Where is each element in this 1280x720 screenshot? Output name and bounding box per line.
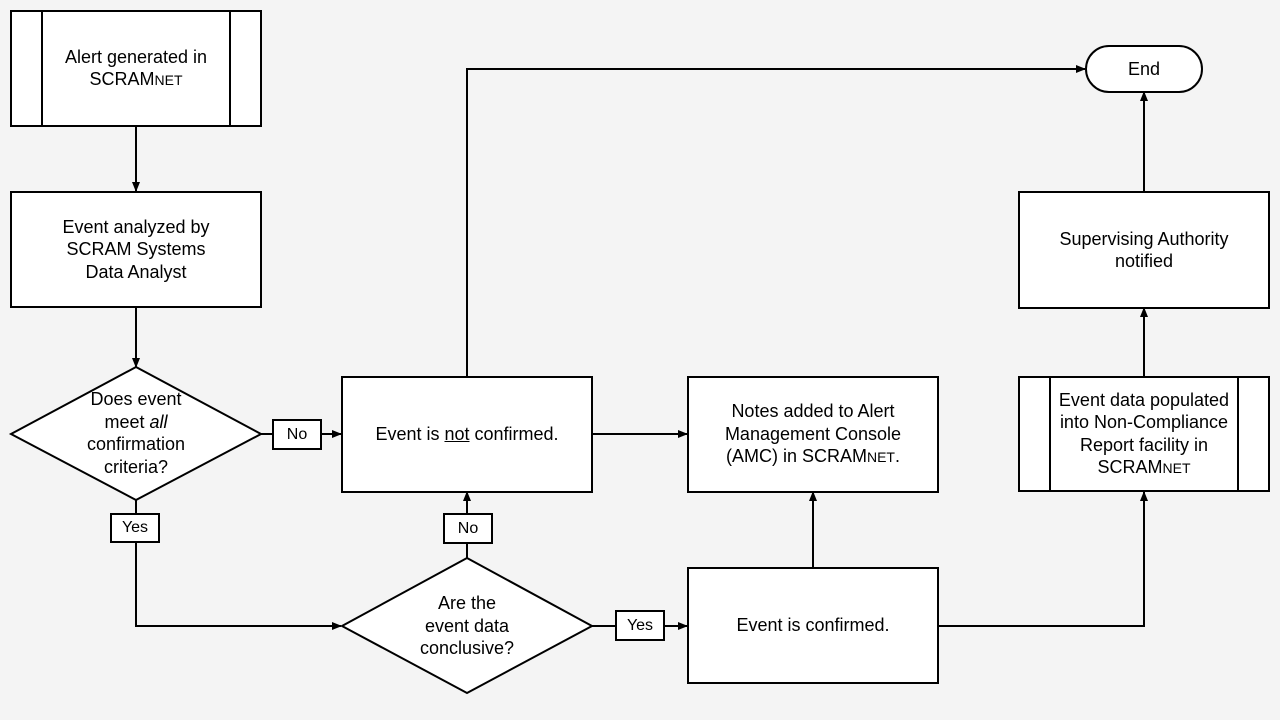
node-end-text: End bbox=[1086, 46, 1202, 92]
node-notes-line2: Management Console bbox=[724, 423, 902, 444]
node-populated-text: Event data populated into Non-Compliance… bbox=[1050, 377, 1238, 491]
node-criteria-line4: criteria? bbox=[103, 456, 168, 477]
node-criteria-line2: meet all bbox=[87, 411, 185, 434]
node-end-terminator bbox=[1085, 45, 1203, 93]
node-conclusive-line1: Are the bbox=[437, 593, 497, 614]
node-alert-box bbox=[10, 10, 262, 127]
node-criteria-all: all bbox=[149, 411, 168, 432]
node-populated-box bbox=[1018, 376, 1270, 492]
edge-label-box-criteria-yes bbox=[110, 513, 160, 543]
edge-criteria-yes bbox=[135, 500, 342, 630]
node-alert-line1: Alert generated in bbox=[64, 46, 208, 67]
node-notified-box bbox=[1018, 191, 1270, 309]
node-populated-scram: SCRAM bbox=[1097, 457, 1163, 477]
edge-label-conclusive-no: No bbox=[457, 519, 479, 537]
edge-label-criteria-yes: Yes bbox=[121, 519, 149, 536]
node-criteria-line1: Does event bbox=[90, 389, 182, 409]
node-notes-line1: Notes added to Alert bbox=[731, 401, 895, 422]
node-criteria-meet: meet bbox=[104, 411, 150, 432]
node-populated-line3: Report facility in bbox=[1079, 434, 1209, 455]
node-notes-net: NET bbox=[866, 449, 895, 466]
node-criteria-line3: confirmation bbox=[86, 434, 186, 454]
node-alert-line2: SCRAMNET bbox=[65, 68, 207, 92]
node-analyzed-line2: SCRAM Systems bbox=[66, 239, 206, 260]
node-notified-line1: Supervising Authority bbox=[1059, 228, 1229, 249]
node-not-confirmed-post: confirmed. bbox=[469, 424, 559, 445]
node-criteria-diamond bbox=[8, 365, 264, 502]
node-notes-text: Notes added to Alert Management Console … bbox=[688, 377, 938, 492]
node-confirmed-box bbox=[687, 567, 939, 684]
node-analyzed-line3: Data Analyst bbox=[85, 261, 187, 282]
node-conclusive-text: Are the event data conclusive? bbox=[382, 588, 552, 664]
edge-label-conclusive-yes: Yes bbox=[626, 616, 654, 634]
node-end-label: End bbox=[1127, 58, 1161, 79]
edge-label-box-criteria-no bbox=[272, 419, 322, 450]
node-criteria-text: Does event meet all confirmation criteri… bbox=[51, 388, 221, 478]
node-confirmed-line: Event is confirmed. bbox=[736, 615, 890, 636]
node-populated-line1: Event data populated bbox=[1058, 389, 1230, 410]
node-populated-net: NET bbox=[1162, 460, 1191, 476]
node-populated-line2: into Non-Compliance bbox=[1059, 412, 1229, 432]
edge-confirmed-to-populated bbox=[938, 491, 1148, 627]
edge-not-confirmed-to-end bbox=[466, 65, 1086, 377]
node-alert-text: Alert generated in SCRAMNET bbox=[42, 11, 230, 126]
node-not-confirmed-not: not bbox=[444, 424, 470, 445]
node-populated-line4: SCRAMNET bbox=[1059, 456, 1229, 480]
node-analyzed-box bbox=[10, 191, 262, 308]
node-alert-net: NET bbox=[154, 72, 183, 88]
node-conclusive-line2: event data bbox=[424, 615, 510, 636]
node-notes-period: . bbox=[894, 446, 900, 467]
node-analyzed-line1: Event analyzed by bbox=[62, 216, 210, 237]
node-not-confirmed-text: Event is not confirmed. bbox=[342, 377, 592, 492]
edge-label-box-conclusive-yes bbox=[615, 610, 665, 641]
node-conclusive-diamond bbox=[339, 556, 595, 695]
edge-label-box-conclusive-no bbox=[443, 513, 493, 544]
node-not-confirmed-box bbox=[341, 376, 593, 493]
node-alert-scram: SCRAM bbox=[89, 69, 155, 89]
node-notes-box bbox=[687, 376, 939, 493]
node-notified-line2: notified bbox=[1114, 251, 1174, 271]
node-analyzed-text: Event analyzed by SCRAM Systems Data Ana… bbox=[11, 192, 261, 307]
node-notified-text: Supervising Authority notified bbox=[1019, 192, 1269, 308]
node-notes-line3: (AMC) in SCRAMNET. bbox=[725, 445, 901, 469]
node-confirmed-text: Event is confirmed. bbox=[688, 568, 938, 683]
node-not-confirmed-pre: Event is bbox=[375, 424, 445, 445]
node-conclusive-line3: conclusive? bbox=[419, 638, 515, 659]
edge-label-criteria-no: No bbox=[286, 425, 308, 443]
node-notes-amc: (AMC) in SCRAM bbox=[725, 446, 867, 467]
